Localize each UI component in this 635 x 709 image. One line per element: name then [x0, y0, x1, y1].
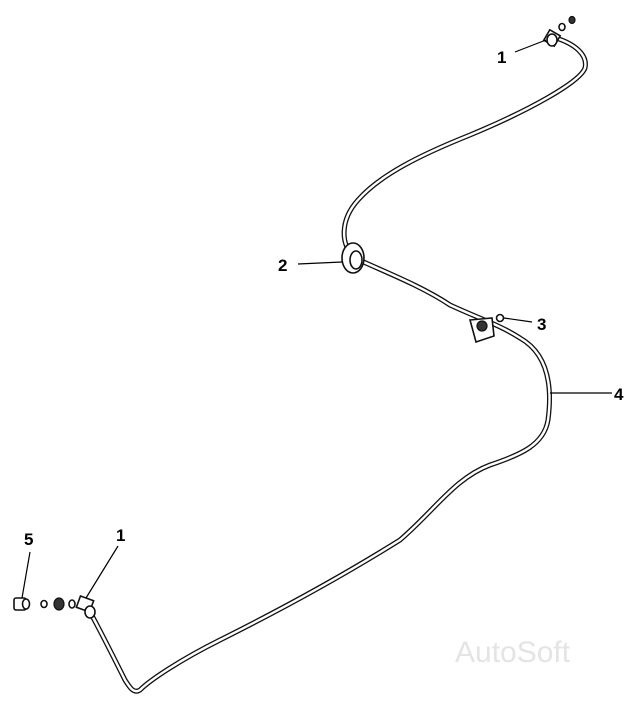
top-fitting [542, 15, 576, 48]
bottom-fitting [68, 594, 96, 619]
callout-fitting-bottom: 1 [116, 526, 125, 545]
plug-nut [53, 597, 65, 611]
bottom-fitting-washer [68, 599, 76, 609]
watermark: AutoSoft [455, 636, 571, 669]
callout-tube: 4 [614, 385, 624, 404]
plug-tip [21, 598, 31, 610]
leader-fitting-bottom [85, 545, 119, 599]
clip [468, 313, 505, 344]
callout-clip: 3 [537, 315, 546, 334]
plug-washer [40, 599, 48, 609]
tube-line [87, 35, 588, 694]
leader-fitting-top [514, 39, 547, 53]
grommet-inner [349, 250, 363, 270]
tube-line-highlight [88, 36, 587, 693]
tube-assembly [87, 35, 588, 694]
leader-plug [21, 551, 31, 599]
grommet [341, 242, 365, 274]
callout-fitting-top: 1 [497, 48, 506, 67]
plug-assembly [13, 597, 65, 611]
callout-grommet: 2 [278, 256, 287, 275]
callout-plug: 5 [24, 530, 33, 549]
top-fitting-washer [558, 22, 566, 32]
leader-clip [503, 317, 533, 323]
clip-bolt [495, 313, 505, 323]
leader-grommet [297, 261, 343, 265]
clip-fastener [476, 320, 488, 332]
leader-lines [21, 39, 612, 599]
top-fitting-nut [546, 33, 558, 47]
top-fitting-cap [568, 15, 576, 25]
bottom-fitting-nut [84, 605, 96, 619]
